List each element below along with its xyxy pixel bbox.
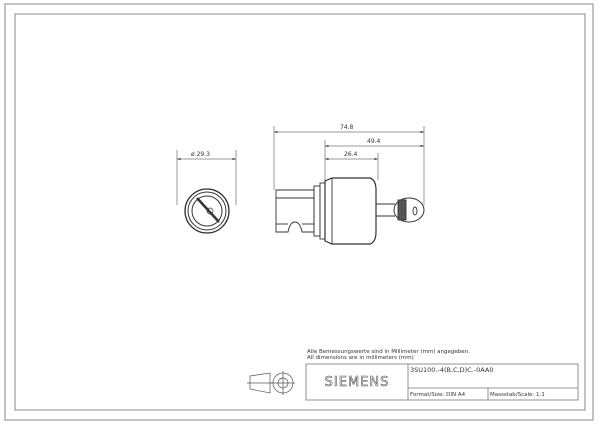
dimension-diameter: ø 29.3: [191, 151, 210, 158]
title-block: [305, 363, 579, 401]
inner-frame: [14, 13, 586, 411]
siemens-logo: SIEMENS: [324, 374, 390, 390]
dimension-length-3: 26.4: [344, 151, 358, 158]
dimension-overall-length: 74.8: [340, 124, 354, 131]
note-german: Alle Bemessungswerte sind in Millimeter …: [307, 349, 470, 355]
note-english: All dimensions are in millimeters (mm): [307, 355, 414, 361]
part-number: 3SU100.-4(B,C,D)C.-0AA0: [410, 366, 494, 374]
dimension-length-2: 49.4: [367, 138, 381, 145]
front-view: [176, 150, 237, 234]
format-size: Format/Size: DIN A4: [410, 392, 466, 398]
projection-symbol-icon: [247, 371, 295, 395]
outer-frame: [4, 3, 594, 421]
side-view: [273, 126, 425, 245]
scale: Massstab/Scale: 1:1: [490, 392, 545, 398]
